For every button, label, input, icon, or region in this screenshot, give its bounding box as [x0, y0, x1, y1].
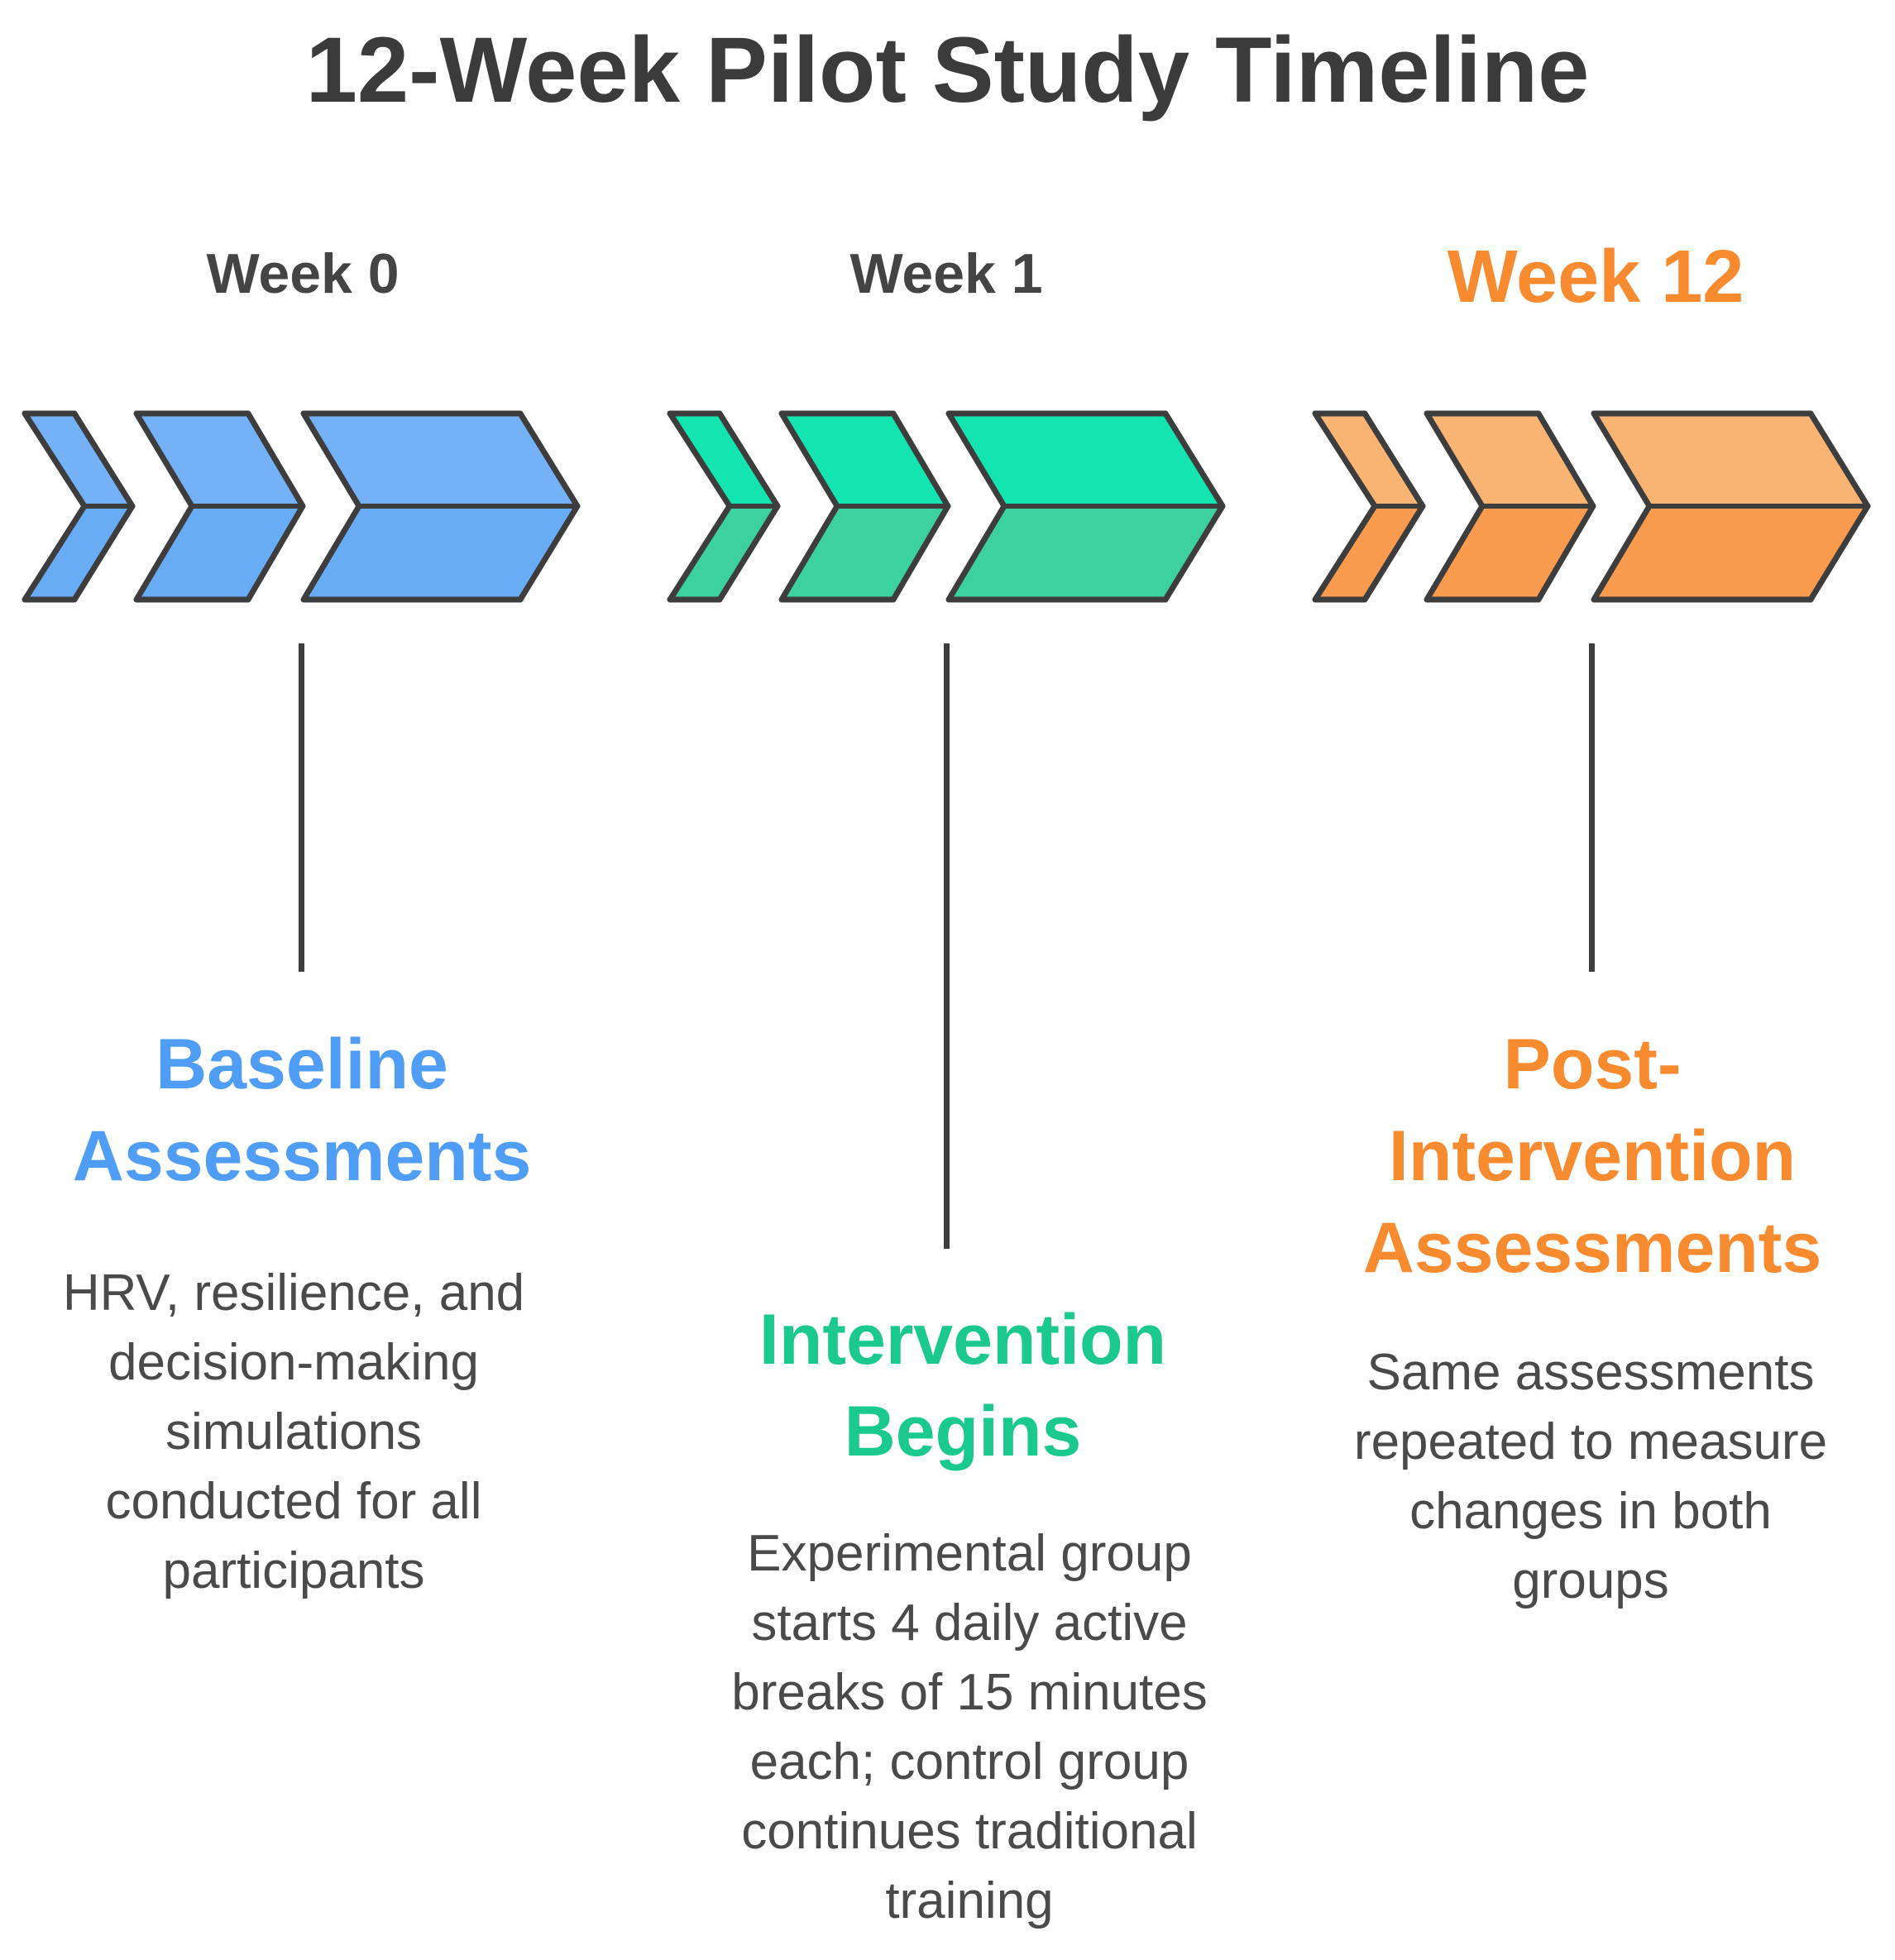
phase-title-post-intervention: Post- Intervention Assessments	[1328, 1019, 1857, 1294]
phase-description-post-intervention: Same assessments repeated to measure cha…	[1309, 1338, 1872, 1616]
phase-title-line: Begins	[844, 1392, 1082, 1471]
chevron-1-0-lower	[670, 506, 778, 600]
chevron-1-2-lower	[949, 506, 1223, 600]
week-label-12: Week 12	[1447, 236, 1744, 318]
phase-description-line: changes in both	[1409, 1483, 1772, 1540]
phase-description-line: continues traditional	[741, 1803, 1198, 1860]
chevron-group-week-0	[22, 410, 581, 603]
connector-line-week-12	[1589, 643, 1595, 972]
phase-description-line: participants	[162, 1542, 425, 1599]
chevron-0-0-lower	[25, 506, 132, 600]
phase-title-line: Assessments	[1362, 1208, 1822, 1288]
phase-description-baseline: HRV, resilience, and decision-making sim…	[12, 1259, 575, 1606]
phase-title-intervention: Intervention Begins	[698, 1294, 1227, 1478]
chevron-1-0-upper	[670, 414, 778, 506]
phase-description-line: HRV, resilience, and	[62, 1264, 525, 1322]
phase-description-line: breaks of 15 minutes	[731, 1664, 1208, 1721]
chevron-1-2-upper	[949, 414, 1223, 506]
chevron-0-0-upper	[25, 414, 132, 506]
chevron-2-2-upper	[1594, 414, 1868, 506]
phase-description-line: decision-making	[108, 1334, 479, 1391]
chevron-2-0-upper	[1315, 414, 1423, 506]
connector-line-week-1	[944, 643, 950, 1249]
connector-line-week-0	[299, 643, 304, 972]
phase-title-line: Baseline	[156, 1025, 448, 1104]
chevron-group-week-12	[1312, 410, 1871, 603]
chevron-2-0-lower	[1315, 506, 1423, 600]
phase-description-line: Same assessments	[1366, 1344, 1815, 1401]
diagram-title: 12-Week Pilot Study Timeline	[305, 18, 1590, 122]
week-label-1: Week 1	[849, 242, 1043, 305]
phase-description-line: training	[885, 1872, 1054, 1929]
phase-description-line: conducted for all	[105, 1473, 482, 1530]
timeline-chevrons	[22, 410, 1871, 603]
phase-description-line: simulations	[165, 1403, 423, 1460]
chevron-group-week-1	[667, 410, 1226, 603]
phase-title-line: Post-	[1503, 1025, 1682, 1104]
phase-description-intervention: Experimental group starts 4 daily active…	[688, 1519, 1251, 1936]
chevron-0-2-upper	[304, 414, 577, 506]
phase-description-line: Experimental group	[747, 1525, 1192, 1582]
chevron-2-2-lower	[1594, 506, 1868, 600]
phase-title-line: Intervention	[1388, 1116, 1797, 1196]
phase-title-line: Intervention	[758, 1300, 1167, 1379]
phase-description-line: repeated to measure	[1353, 1413, 1828, 1470]
phase-title-line: Assessments	[72, 1116, 532, 1196]
week-label-0: Week 0	[206, 242, 400, 305]
phase-description-line: groups	[1512, 1552, 1669, 1609]
phase-title-baseline: Baseline Assessments	[37, 1019, 567, 1202]
phase-description-line: each; control group	[749, 1733, 1189, 1790]
chevron-0-2-lower	[304, 506, 577, 600]
phase-description-line: starts 4 daily active	[751, 1594, 1188, 1652]
